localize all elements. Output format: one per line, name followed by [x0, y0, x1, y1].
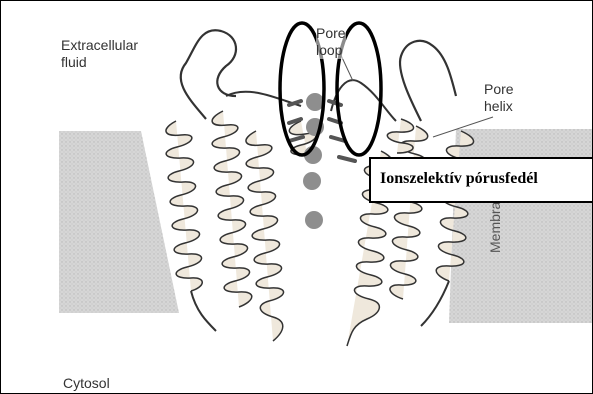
helix-inner-left — [212, 111, 283, 341]
membrane-left — [59, 131, 179, 313]
helix-outer-left — [166, 121, 202, 291]
tail-left — [191, 291, 216, 331]
label-extracellular: Extracellular fluid — [61, 37, 138, 71]
callout-text: Ionszelektív pórusfedél — [380, 170, 538, 187]
turret-loop-right — [400, 41, 456, 121]
label-pore-helix: Pore helix — [484, 81, 514, 115]
callout-box: Ionszelektív pórusfedél — [369, 157, 593, 203]
turret-loop-left — [181, 30, 236, 119]
pore-loop-right — [331, 80, 396, 121]
ion-1 — [306, 93, 324, 111]
label-cytosol: Cytosol — [63, 375, 110, 392]
label-pore-loop: Pore loop — [316, 25, 346, 59]
ion-4 — [303, 172, 321, 190]
ion-5 — [305, 211, 323, 229]
pore-helix-right — [387, 119, 413, 153]
tail-right — [421, 281, 449, 326]
